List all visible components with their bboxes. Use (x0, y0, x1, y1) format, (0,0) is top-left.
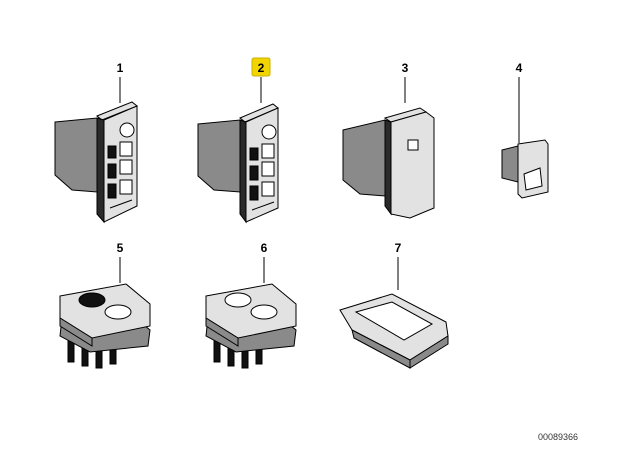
knob-icon (261, 124, 277, 140)
window-up-icon (224, 292, 252, 308)
callout-label-7: 7 (395, 241, 402, 255)
part-2-window-switch-block[interactable]: 2 (197, 57, 279, 224)
part-6-double-button-switch[interactable]: 6 (205, 241, 297, 369)
callout-label-1: 1 (117, 61, 124, 75)
document-number: 00089366 (538, 432, 578, 442)
callout-label-6: 6 (261, 241, 268, 255)
part-4-small-switch[interactable]: 4 (501, 61, 549, 199)
callout-label-2: 2 (258, 61, 265, 75)
part-1-window-switch-block[interactable]: 1 (54, 61, 138, 224)
lock-icon (407, 139, 419, 151)
part-5-double-button-switch[interactable]: 5 (59, 241, 151, 369)
part-7-switch-frame[interactable]: 7 (339, 241, 449, 369)
callout-label-3: 3 (402, 61, 409, 75)
callout-label-4: 4 (516, 61, 523, 75)
highlight-box (251, 57, 271, 77)
part-3-switch-blank[interactable]: 3 (342, 61, 435, 219)
knob-icon (119, 122, 135, 138)
window-down-icon (104, 304, 132, 320)
window-up-icon (78, 292, 106, 308)
callout-label-5: 5 (117, 241, 124, 255)
window-down-icon (250, 304, 278, 320)
